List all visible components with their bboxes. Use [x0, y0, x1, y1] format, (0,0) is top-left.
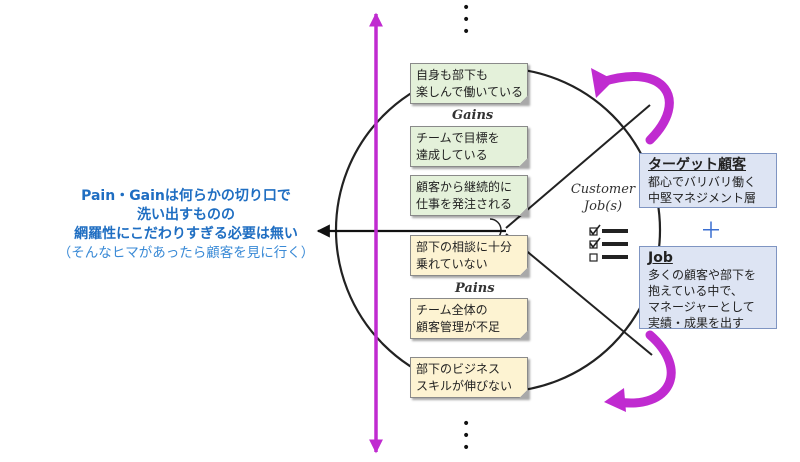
gain-note-1-line-1: 自身も部下も [416, 68, 489, 82]
target-customer-line-1: 都心でバリバリ働く [648, 175, 757, 189]
job-line-4: 実績・成果を出す [648, 316, 745, 330]
job-line-2: 抱えている中で、 [648, 284, 743, 298]
gain-note-1-line-2: 楽しんで働いている [416, 85, 524, 99]
gain-note-2-line-2: 達成している [416, 148, 488, 162]
continuation-dots-top: ••• [462, 0, 471, 40]
gain-note-3-line-1: 顧客から継続的に [416, 180, 513, 194]
pain-note-1-line-1: 部下の相談に十分 [416, 240, 513, 254]
plus-sign: ＋ [700, 219, 723, 244]
curved-arrow-top-head [591, 68, 614, 98]
pain-note-3-line-1: 部下のビジネス [416, 362, 501, 376]
customer-jobs-label-line-2: Job(s) [583, 199, 623, 214]
pain-note-3: 部下のビジネス スキルが伸びない [410, 357, 528, 398]
gains-label: Gains [452, 108, 494, 123]
gain-note-2-line-1: チームで目標を [416, 131, 500, 145]
left-message-note: （そんなヒマがあったら顧客を見に行く） [57, 245, 315, 261]
left-message-line-1: Pain・Gainは何らかの切り口で [81, 188, 291, 204]
gain-note-1: 自身も部下も 楽しんで働いている [410, 63, 528, 104]
job-line-3: マネージャーとして [648, 300, 755, 314]
job-box: Job 多くの顧客や部下を 抱えている中で、 マネージャーとして 実績・成果を出… [639, 246, 777, 330]
target-customer-heading: ターゲット顧客 [648, 157, 746, 173]
customer-jobs-label-line-1: Customer [570, 182, 636, 197]
pain-note-2-line-2: 顧客管理が不足 [416, 320, 501, 334]
divider-upper [505, 104, 651, 229]
pain-note-2-line-1: チーム全体の [416, 303, 488, 317]
left-message-line-3: 網羅性にこだわりすぎる必要は無い [74, 226, 298, 242]
gain-note-3-line-2: 仕事を発注される [416, 197, 513, 211]
job-line-1: 多くの顧客や部下を [648, 268, 757, 282]
gain-note-2: チームで目標を 達成している [410, 126, 528, 167]
divider-lower [505, 233, 653, 356]
customer-jobs-label: Customer Job(s) [567, 181, 639, 215]
pain-note-1-line-2: 乗れていない [416, 257, 488, 271]
left-message-line-2: 洗い出すものの [137, 207, 235, 223]
job-heading: Job [648, 250, 673, 266]
left-message: Pain・Gainは何らかの切り口で 洗い出すものの 網羅性にこだわりすぎる必要… [18, 187, 354, 263]
target-customer-box: ターゲット顧客 都心でバリバリ働く 中堅マネジメント層 [639, 153, 777, 208]
curved-arrow-bottom [613, 330, 676, 408]
pain-note-3-line-2: スキルが伸びない [416, 379, 513, 393]
curved-arrow-top [597, 72, 674, 145]
pain-note-1: 部下の相談に十分 乗れていない [410, 235, 528, 276]
gain-note-3: 顧客から継続的に 仕事を発注される [410, 175, 528, 216]
curved-arrow-bottom-head [604, 388, 626, 412]
pain-note-2: チーム全体の 顧客管理が不足 [410, 298, 528, 339]
continuation-dots-bottom: ••• [462, 416, 471, 456]
target-customer-line-2: 中堅マネジメント層 [648, 191, 757, 205]
checklist-icon [589, 224, 628, 262]
pains-label: Pains [455, 281, 495, 296]
